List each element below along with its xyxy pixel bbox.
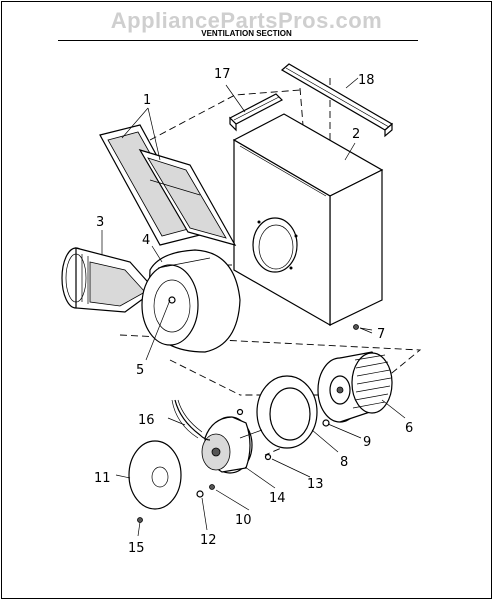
callout-17: 17 bbox=[214, 67, 231, 82]
callout-10: 10 bbox=[235, 513, 252, 528]
callout-8: 8 bbox=[340, 455, 348, 470]
part-10-screw bbox=[209, 484, 215, 490]
callout-14: 14 bbox=[269, 491, 286, 506]
title-underline bbox=[58, 40, 418, 41]
part-6-blower-wheel bbox=[317, 351, 393, 423]
watermark: AppliancePartsPros.com bbox=[110, 8, 383, 33]
part-14-motor bbox=[201, 408, 263, 474]
callout-1: 1 bbox=[143, 93, 151, 108]
callout-12: 12 bbox=[200, 533, 217, 548]
callout-3: 3 bbox=[96, 215, 104, 230]
part-18-rail bbox=[280, 63, 394, 138]
callout-labels: 1 2 3 4 5 6 7 8 9 10 11 12 13 14 15 16 1… bbox=[94, 67, 413, 556]
part-12-nut bbox=[196, 490, 204, 498]
part-7-screw bbox=[353, 324, 373, 331]
callout-9: 9 bbox=[363, 435, 371, 450]
callout-2: 2 bbox=[352, 127, 360, 142]
part-11-end-plate bbox=[128, 440, 182, 510]
callout-11: 11 bbox=[94, 471, 111, 486]
callout-5: 5 bbox=[136, 363, 144, 378]
section-title: VENTILATION SECTION bbox=[201, 29, 292, 38]
leader-lines bbox=[101, 77, 406, 537]
callout-4: 4 bbox=[142, 233, 150, 248]
part-13-washer bbox=[264, 453, 272, 461]
callout-7: 7 bbox=[377, 327, 385, 342]
part-3-duct-collar bbox=[61, 247, 156, 313]
part-17-bracket bbox=[228, 93, 284, 132]
part-4-blower-housing bbox=[141, 249, 241, 353]
callout-13: 13 bbox=[307, 477, 324, 492]
callout-18: 18 bbox=[358, 73, 375, 88]
part-1-filter-panels bbox=[99, 124, 237, 246]
callout-15: 15 bbox=[128, 541, 145, 556]
callout-16: 16 bbox=[138, 413, 155, 428]
part-2-cabinet bbox=[232, 113, 384, 327]
part-9-nut bbox=[322, 419, 330, 427]
part-8-gasket-ring bbox=[256, 375, 318, 449]
callout-6: 6 bbox=[405, 421, 413, 436]
part-15-screw bbox=[137, 517, 143, 523]
part-16-wire-harness bbox=[171, 399, 211, 441]
